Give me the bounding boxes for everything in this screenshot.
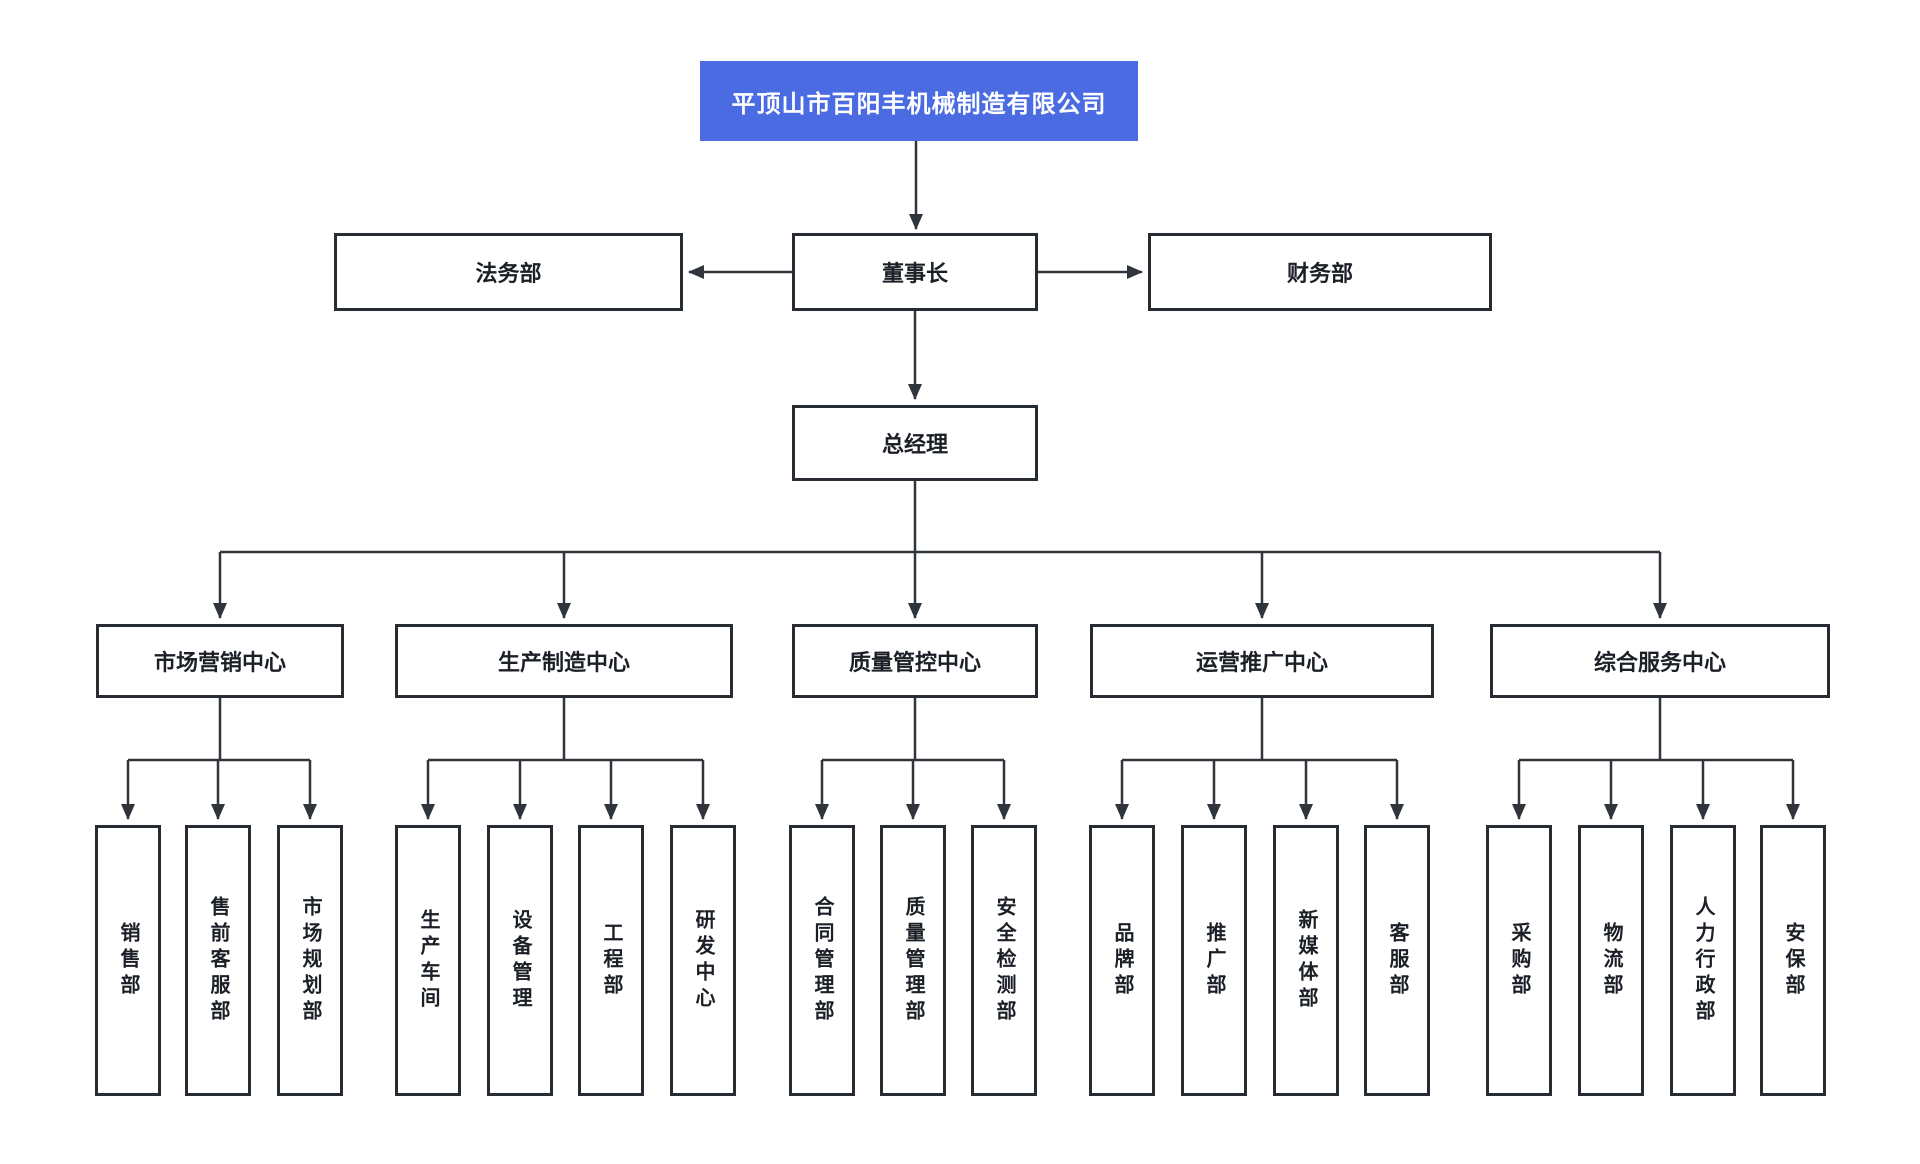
node-dept-production-workshop-label: 生产车间	[417, 908, 439, 1013]
node-dept-production-workshop: 生产车间	[395, 825, 461, 1096]
node-general-manager-label: 总经理	[881, 432, 948, 457]
node-center-quality-label: 质量管控中心	[848, 650, 981, 675]
node-dept-rnd-center: 研发中心	[670, 825, 736, 1096]
node-dept-contract-mgmt: 合同管理部	[789, 825, 855, 1096]
node-center-marketing: 市场营销中心	[96, 624, 344, 698]
node-dept-customer-service-label: 客服部	[1386, 921, 1408, 1000]
connector-lines	[121, 141, 1800, 820]
node-dept-market-planning-label: 市场规划部	[299, 895, 321, 1026]
node-center-operations-label: 运营推广中心	[1195, 650, 1328, 675]
node-dept-safety-inspection: 安全检测部	[971, 825, 1037, 1096]
node-legal-dept-label: 法务部	[475, 261, 542, 286]
node-center-production: 生产制造中心	[395, 624, 733, 698]
node-dept-sales: 销售部	[95, 825, 161, 1096]
node-dept-brand-label: 品牌部	[1111, 921, 1133, 1000]
node-dept-procurement-label: 采购部	[1508, 921, 1530, 1000]
node-dept-security-label: 安保部	[1782, 921, 1804, 1000]
node-dept-sales-label: 销售部	[117, 921, 139, 1000]
node-dept-presales-service: 售前客服部	[185, 825, 251, 1096]
node-chairman: 董事长	[792, 233, 1038, 311]
node-finance-dept-label: 财务部	[1286, 261, 1353, 286]
node-general-manager: 总经理	[792, 405, 1038, 481]
node-dept-new-media-label: 新媒体部	[1295, 908, 1317, 1013]
node-dept-quality-mgmt-label: 质量管理部	[902, 895, 924, 1026]
node-dept-contract-mgmt-label: 合同管理部	[811, 895, 833, 1026]
node-dept-customer-service: 客服部	[1364, 825, 1430, 1096]
node-dept-presales-service-label: 售前客服部	[207, 895, 229, 1026]
node-dept-equipment-mgmt: 设备管理	[487, 825, 553, 1096]
node-dept-logistics-label: 物流部	[1600, 921, 1622, 1000]
node-dept-hr-admin: 人力行政部	[1670, 825, 1736, 1096]
node-dept-hr-admin-label: 人力行政部	[1692, 895, 1714, 1026]
node-dept-quality-mgmt: 质量管理部	[880, 825, 946, 1096]
node-center-services-label: 综合服务中心	[1593, 650, 1726, 675]
node-dept-equipment-mgmt-label: 设备管理	[509, 908, 531, 1013]
node-dept-rnd-center-label: 研发中心	[692, 908, 714, 1013]
node-dept-security: 安保部	[1760, 825, 1826, 1096]
node-dept-brand: 品牌部	[1089, 825, 1155, 1096]
node-finance-dept: 财务部	[1148, 233, 1492, 311]
node-dept-procurement: 采购部	[1486, 825, 1552, 1096]
node-dept-promotion-label: 推广部	[1203, 921, 1225, 1000]
node-dept-promotion: 推广部	[1181, 825, 1247, 1096]
node-dept-safety-inspection-label: 安全检测部	[993, 895, 1015, 1026]
node-center-production-label: 生产制造中心	[497, 650, 630, 675]
node-legal-dept: 法务部	[334, 233, 683, 311]
node-dept-logistics: 物流部	[1578, 825, 1644, 1096]
node-company: 平顶山市百阳丰机械制造有限公司	[700, 61, 1138, 141]
node-chairman-label: 董事长	[881, 261, 948, 286]
node-dept-engineering: 工程部	[578, 825, 644, 1096]
node-dept-new-media: 新媒体部	[1273, 825, 1339, 1096]
node-center-quality: 质量管控中心	[792, 624, 1038, 698]
node-company-label: 平顶山市百阳丰机械制造有限公司	[731, 90, 1107, 118]
node-dept-market-planning: 市场规划部	[277, 825, 343, 1096]
node-center-operations: 运营推广中心	[1090, 624, 1434, 698]
node-center-marketing-label: 市场营销中心	[153, 650, 286, 675]
node-center-services: 综合服务中心	[1490, 624, 1830, 698]
node-dept-engineering-label: 工程部	[600, 921, 622, 1000]
